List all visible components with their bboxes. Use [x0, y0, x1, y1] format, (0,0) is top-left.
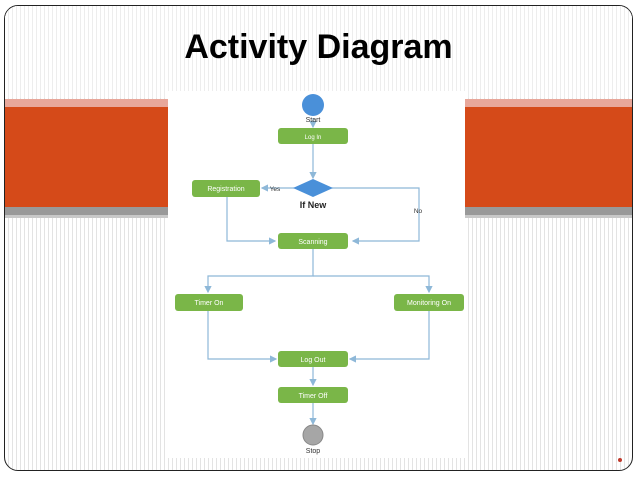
monitoring-on-activity [394, 294, 464, 311]
connectors [204, 118, 433, 426]
activity-diagram-svg: Start Log In If New Yes No Registration … [175, 94, 464, 455]
logout-label: Log Out [301, 357, 326, 364]
slide-corner-dot [618, 458, 622, 462]
login-label: Log In [305, 135, 322, 141]
edge-scanning-monitoring-on [313, 275, 433, 294]
registration-label: Registration [207, 186, 244, 193]
start-label: Start [306, 117, 321, 124]
edge-registration-scanning [226, 197, 277, 245]
decision-label: If New [300, 200, 328, 210]
timer-on-label: Timer On [195, 300, 224, 307]
no-label: No [414, 208, 423, 215]
edge-monitoring-on-logout [348, 311, 430, 363]
stop-node [302, 424, 324, 446]
yes-label: Yes [270, 186, 281, 193]
activity-diagram: Start Log In If New Yes No Registration … [168, 91, 465, 458]
logout-activity [278, 351, 348, 367]
decision-node [293, 179, 333, 197]
edge-timer-on-logout [207, 311, 278, 363]
slide-title: Activity Diagram [184, 28, 453, 66]
start-node [302, 94, 324, 116]
scanning-label: Scanning [298, 239, 327, 246]
timer-off-activity [278, 387, 348, 403]
timer-off-label: Timer Off [299, 393, 328, 400]
scanning-activity [278, 233, 348, 249]
timer-on-activity [175, 294, 243, 311]
monitoring-on-label: Monitoring On [407, 300, 451, 307]
title-area: Activity Diagram [5, 6, 632, 98]
edge-decision-scanning [331, 187, 420, 245]
login-activity [278, 128, 348, 144]
stop-label: Stop [306, 448, 321, 455]
edge-scanning-timer-on [204, 249, 314, 294]
registration-activity [192, 180, 260, 197]
